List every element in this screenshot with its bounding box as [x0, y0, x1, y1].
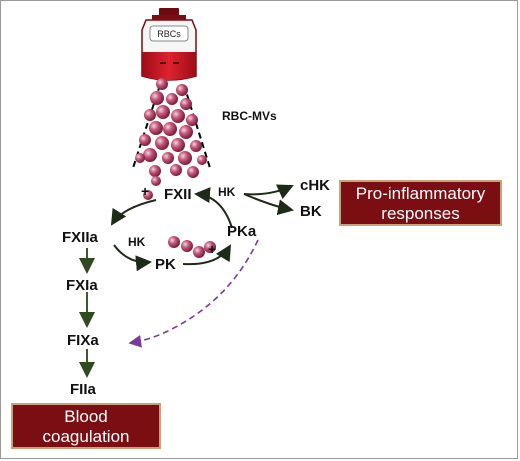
node-chk: cHK [300, 177, 331, 194]
blood-coagulation-box: Blood coagulation [11, 403, 161, 449]
blood-coagulation-line2: coagulation [42, 427, 130, 446]
arrow-pk-to-pka [182, 244, 232, 266]
rbc-mvs-label: RBC-MVs [222, 109, 277, 123]
dashed-arrow-pka-to-fixa [128, 239, 259, 348]
hk-label-left: HK [128, 235, 146, 249]
rbc-microvesicles [135, 78, 216, 258]
node-bk: BK [300, 203, 322, 220]
plus-fxii-label: + [141, 183, 150, 199]
blood-coagulation-line1: Blood [64, 407, 108, 426]
arrow-fxiia-to-pk [113, 244, 152, 272]
pro-inflammatory-box: Pro-inflammatory responses [339, 180, 502, 226]
arrow-to-bk [243, 193, 294, 216]
hk-label-right: HK [218, 185, 236, 199]
plus-pka-label: + [208, 241, 217, 257]
arrow-to-chk [243, 184, 294, 200]
node-pka: PKa [227, 223, 257, 240]
node-fiia: FIIa [70, 381, 96, 398]
node-pk: PK [155, 256, 176, 273]
node-fixa: FIXa [67, 332, 99, 349]
pro-inflammatory-line1: Pro-inflammatory [355, 184, 486, 203]
node-fxia: FXIa [66, 277, 98, 294]
blood-bag-icon [141, 8, 197, 81]
node-fxiia: FXIIa [62, 229, 98, 246]
node-fxii: FXII [164, 186, 192, 203]
pro-inflammatory-line2: responses [381, 204, 460, 223]
arrow-pka-to-fxii [194, 187, 233, 229]
arrow-fxii-to-fxiia [110, 199, 157, 226]
bag-label: RBCs [157, 29, 181, 39]
